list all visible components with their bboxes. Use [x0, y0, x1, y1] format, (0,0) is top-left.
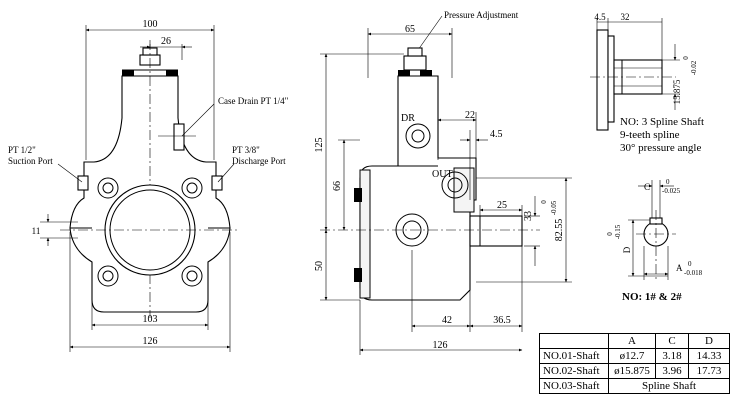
suction-line2: Suction Port: [8, 156, 53, 166]
spline-dim-32: 32: [621, 12, 630, 22]
discharge-line2: Discharge Port: [232, 156, 286, 166]
dim-125-label: 125: [314, 138, 325, 153]
dim-11-label: 11: [32, 226, 41, 236]
row-name: NO.02-Shaft: [539, 363, 609, 379]
dim-100-label: 100: [143, 19, 158, 30]
dim-26-label: 26: [161, 36, 171, 47]
dim-65-label: 65: [405, 24, 415, 35]
dim-4-5-label: 4.5: [490, 129, 503, 140]
spline-dim-4-5: 4.5: [594, 12, 606, 22]
table-header-blank: [539, 333, 609, 349]
dim-42-label: 42: [442, 315, 452, 326]
side-view: Pressure Adjustment 65 DR OUT: [314, 10, 572, 355]
dim-126-side-label: 126: [433, 340, 448, 351]
cell-c: 3.96: [655, 363, 689, 379]
spline-note-line1: NO: 3 Spline Shaft: [620, 116, 704, 128]
dim-36-5-label: 36.5: [493, 315, 511, 326]
cell-spline: Spline Shaft: [608, 378, 730, 394]
key-a-tol-upper: 0: [688, 260, 692, 268]
spline-tol-lower: -0.02: [690, 60, 698, 75]
pressure-adjustment-label: Pressure Adjustment: [444, 10, 519, 20]
key-c-tol-upper: 0: [666, 178, 670, 186]
discharge-line1: PT 3/8": [232, 145, 260, 155]
key-d-tol-lower: -0.15: [614, 224, 622, 239]
table-row: NO.03-Shaft Spline Shaft: [539, 378, 730, 394]
dim-82-55-label: 82.55: [554, 219, 565, 242]
row-name: NO.03-Shaft: [539, 378, 609, 394]
cell-d: 17.73: [688, 363, 730, 379]
spline-detail: 4.5 32 15.875 0 -0.02 NO: 3 Spline Shaft…: [590, 12, 704, 154]
bolt-holes: [97, 177, 203, 287]
table-header-d: D: [688, 333, 730, 349]
key-d-tol-upper: 0: [606, 232, 614, 236]
table-header-row: A C D: [539, 333, 730, 349]
shaft-table: A C D NO.01-Shaft ø12.7 3.18 14.33 NO.02…: [539, 333, 730, 394]
dim-33-label: 33: [523, 211, 534, 221]
front-view: 100 26: [8, 19, 289, 352]
key-c-tol-lower: -0.025: [662, 187, 681, 195]
table-row: NO.02-Shaft ø15.875 3.96 17.73: [539, 363, 730, 379]
dim-25-label: 25: [497, 200, 507, 211]
cell-d: 14.33: [688, 348, 730, 364]
dim-66-label: 66: [332, 181, 343, 191]
key-label-c: C: [644, 182, 650, 192]
spline-note-line2: 9-teeth spline: [620, 129, 680, 141]
case-drain-label: Case Drain PT 1/4": [218, 96, 289, 106]
out-label: OUT: [432, 169, 453, 180]
tol-33-upper: 0: [540, 200, 548, 204]
dim-103-label: 103: [143, 314, 158, 325]
key-label-a: A: [676, 263, 683, 273]
dr-label: DR: [401, 113, 415, 124]
dim-126-label: 126: [143, 336, 158, 347]
cell-a: ø15.875: [608, 363, 656, 379]
table-row: NO.01-Shaft ø12.7 3.18 14.33: [539, 348, 730, 364]
row-name: NO.01-Shaft: [539, 348, 609, 364]
cell-c: 3.18: [655, 348, 689, 364]
dim-22-label: 22: [465, 110, 475, 121]
table-header-c: C: [655, 333, 689, 349]
table-header-a: A: [608, 333, 656, 349]
spline-dim-15-875: 15.875: [672, 79, 682, 104]
spline-tol-upper: 0: [682, 56, 690, 60]
cell-a: ø12.7: [608, 348, 656, 364]
key-caption: NO: 1# & 2#: [622, 291, 682, 303]
spline-note-line3: 30° pressure angle: [620, 142, 701, 154]
key-a-tol-lower: -0.018: [684, 269, 703, 277]
dim-50-label: 50: [314, 261, 325, 271]
suction-line1: PT 1/2": [8, 145, 36, 155]
tol-33-lower: -0.05: [550, 200, 558, 215]
key-label-d: D: [622, 246, 632, 253]
key-detail: C 0 -0.025 D 0 -0.15 A 0 -0.018 NO: 1# &…: [606, 178, 703, 303]
